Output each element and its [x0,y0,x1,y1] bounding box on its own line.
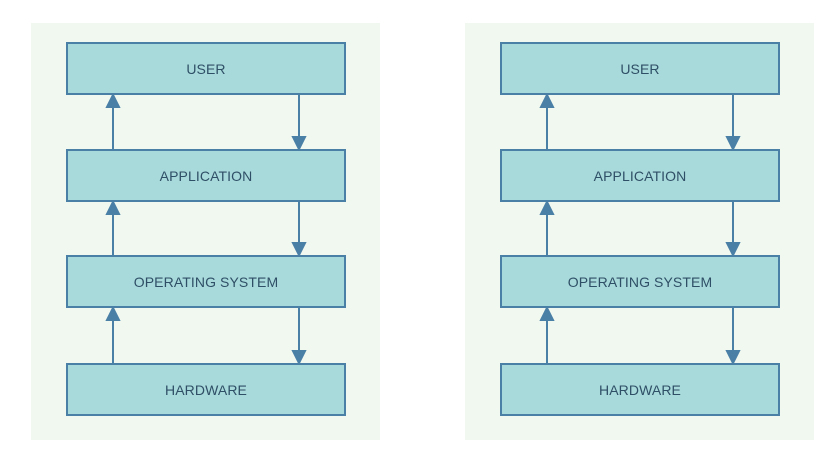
layer-operating-system-box: OPERATING SYSTEM [500,255,780,308]
arrow-down-icon [725,95,741,152]
arrow-up-icon [539,92,555,149]
layer-operating-system-box: OPERATING SYSTEM [66,255,346,308]
arrow-group [105,92,307,366]
arrow-down-icon [725,308,741,366]
arrow-up-icon [105,92,121,149]
layer-diagram-right: USER APPLICATION OPERATING SYSTEM HARDWA… [465,23,814,440]
arrow-down-icon [291,202,307,258]
layer-user-box: USER [500,42,780,95]
layer-hardware-box: HARDWARE [500,363,780,416]
arrow-down-icon [725,202,741,258]
arrow-down-icon [291,308,307,366]
arrow-group [539,92,741,366]
layer-diagram-left: USER APPLICATION OPERATING SYSTEM HARDWA… [31,23,380,440]
arrow-up-icon [539,199,555,255]
layer-hardware-box: HARDWARE [66,363,346,416]
arrow-up-icon [539,305,555,363]
arrow-up-icon [105,199,121,255]
layer-user-box: USER [66,42,346,95]
layer-application-box: APPLICATION [500,149,780,202]
arrow-down-icon [291,95,307,152]
layer-application-box: APPLICATION [66,149,346,202]
arrow-up-icon [105,305,121,363]
